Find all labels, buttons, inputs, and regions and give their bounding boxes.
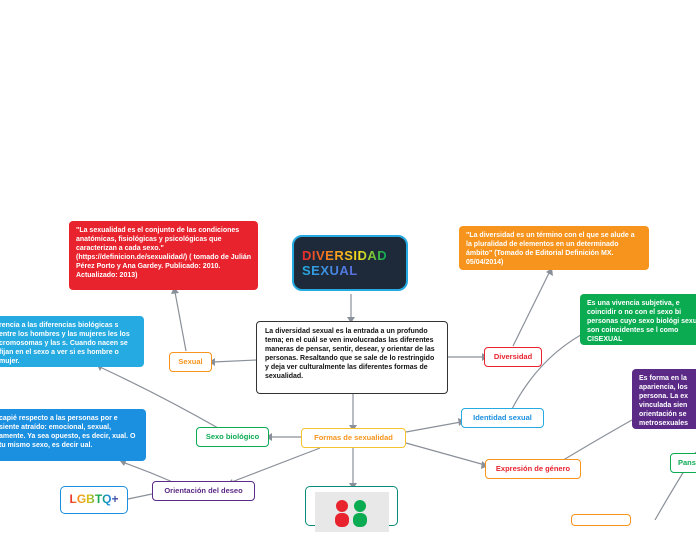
title-line-1: DIVERSIDAD bbox=[302, 249, 406, 263]
connector-lines bbox=[97, 268, 696, 520]
lgbtq-node[interactable]: LGBTQ+ bbox=[60, 486, 128, 514]
central-topic-text: La diversidad sexual es la entrada a un … bbox=[265, 328, 435, 380]
expresion-note-text: Es forma en la apariencia, los persona. … bbox=[639, 375, 689, 427]
title-node[interactable]: DIVERSIDAD SEXUAL bbox=[292, 235, 408, 291]
mind-map-canvas: DIVERSIDAD SEXUAL La diversidad sexual e… bbox=[0, 221, 696, 532]
connector-orientacion-lgbtq bbox=[127, 493, 153, 500]
sexo-biologico-node-label: Sexo biológico bbox=[205, 432, 260, 441]
connector-diversidad-note bbox=[512, 270, 551, 347]
sexual-node-label: Sexual bbox=[178, 357, 203, 366]
diversidad-node[interactable]: Diversidad bbox=[484, 347, 542, 367]
sexo-biologico-note[interactable]: rencia a las diferencias biológicas s en… bbox=[0, 316, 144, 367]
connector-central-sexual bbox=[212, 359, 257, 363]
central-topic[interactable]: La diversidad sexual es la entrada a un … bbox=[256, 321, 448, 394]
orientacion-deseo-node[interactable]: Orientación del deseo bbox=[152, 481, 255, 501]
connector-formas-expresion bbox=[405, 442, 486, 466]
arrow-sexualidad-note bbox=[171, 287, 179, 294]
orientacion-deseo-label: Orientación del deseo bbox=[164, 486, 243, 495]
arrow-sexobio bbox=[266, 433, 272, 441]
formas-sexualidad-node[interactable]: Formas de sexualidad bbox=[301, 428, 406, 448]
sexo-biologico-node[interactable]: Sexo biológico bbox=[196, 427, 269, 447]
arrow-sexual bbox=[209, 358, 215, 366]
arrow-expresion bbox=[481, 461, 488, 469]
identidad-sexual-node[interactable]: Identidad sexual bbox=[461, 408, 544, 428]
connector-formas-orientacion bbox=[228, 447, 321, 484]
pansexual-label: Pans bbox=[678, 458, 696, 467]
connector-expresion-note bbox=[559, 419, 633, 463]
people-icon bbox=[335, 500, 367, 527]
diversidad-definition-note[interactable]: "La diversidad es un término con el que … bbox=[459, 226, 649, 270]
connector-sexual-sexualidad-note bbox=[174, 291, 187, 352]
orientacion-note[interactable]: capié respecto a las personas por e sien… bbox=[0, 409, 146, 461]
identidad-sexual-label: Identidad sexual bbox=[473, 413, 532, 422]
title-line-2: SEXUAL bbox=[302, 263, 406, 278]
identidad-note[interactable]: Es una vivencia subjetiva, e coincidir o… bbox=[580, 294, 696, 345]
image-node[interactable] bbox=[305, 486, 398, 532]
arrow-central bbox=[347, 317, 355, 323]
connector-formas-identidad bbox=[405, 421, 462, 433]
sexual-node[interactable]: Sexual bbox=[169, 352, 212, 372]
pansexual-node[interactable]: Pans bbox=[670, 453, 696, 473]
expresion-genero-label: Expresión de género bbox=[495, 464, 571, 473]
sexualidad-definition-note[interactable]: "La sexualidad es el conjunto de las con… bbox=[69, 221, 258, 290]
image-panel bbox=[315, 492, 389, 532]
identidad-note-text: Es una vivencia subjetiva, e coincidir o… bbox=[587, 300, 696, 343]
sexo-biologico-note-text: rencia a las diferencias biológicas s en… bbox=[0, 322, 130, 365]
orientacion-note-text: capié respecto a las personas por e sien… bbox=[0, 415, 136, 449]
connector-sexobio-note bbox=[101, 367, 219, 429]
connector-orientacion-note bbox=[124, 462, 176, 484]
connector-identidad-note bbox=[511, 329, 591, 410]
partial-node-bottom[interactable] bbox=[571, 514, 631, 526]
lgbtq-logo: LGBTQ+ bbox=[69, 492, 119, 506]
arrow-diversidad-note bbox=[546, 268, 553, 276]
sexualidad-definition-text: "La sexualidad es el conjunto de las con… bbox=[76, 227, 252, 279]
expresion-note[interactable]: Es forma en la apariencia, los persona. … bbox=[632, 369, 696, 429]
formas-sexualidad-label: Formas de sexualidad bbox=[314, 433, 393, 442]
expresion-genero-node[interactable]: Expresión de género bbox=[485, 459, 581, 479]
diversidad-definition-text: "La diversidad es un término con el que … bbox=[466, 232, 635, 266]
diversidad-node-label: Diversidad bbox=[493, 352, 533, 361]
